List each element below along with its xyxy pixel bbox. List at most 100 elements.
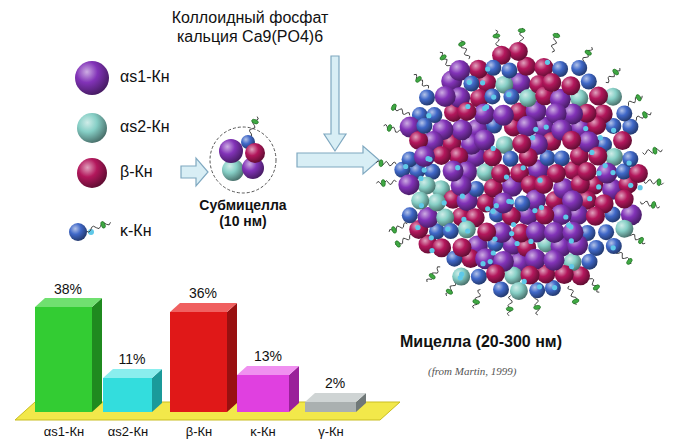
casein-sphere (458, 220, 476, 238)
kappa-glycan (584, 49, 592, 56)
casein-sphere (598, 224, 614, 240)
axis-label: αs1-Кн (28, 424, 100, 440)
kappa-glycan (572, 298, 580, 304)
kappa-glycan (251, 118, 259, 124)
casein-sphere (582, 254, 598, 270)
phosphate-dot (587, 196, 592, 201)
kappa-glycan (642, 111, 649, 119)
phosphate-dot (515, 241, 520, 246)
kappa-hair (427, 267, 441, 282)
phosphate-dot (426, 113, 431, 118)
kappa-glycan (533, 305, 540, 310)
casein-sphere (581, 74, 597, 90)
casein-sphere (486, 264, 505, 283)
kappa-hair (640, 201, 659, 208)
block-arrow (324, 56, 346, 151)
kappa-hair (606, 68, 620, 83)
phosphate-dot (532, 208, 537, 213)
casein-sphere (554, 150, 570, 166)
bar-value: 36% (178, 285, 228, 302)
casein-sphere (529, 282, 545, 298)
axis-label: κ-Кн (227, 424, 299, 440)
casein-sphere (419, 90, 435, 106)
phosphate-dot (568, 224, 573, 229)
submicelle-shape (193, 115, 293, 205)
casein-sphere (521, 266, 540, 285)
phosphate-dot (467, 80, 472, 85)
casein-sphere (509, 42, 528, 61)
kappa-glycan (657, 179, 662, 186)
phosphate-dot (569, 238, 574, 243)
kappa-hair (507, 296, 512, 316)
casein-sphere (578, 162, 597, 181)
phosphate-dot (611, 245, 616, 250)
phosphate-dot (415, 225, 420, 230)
casein-sphere (586, 207, 605, 226)
phosphate-dot (429, 235, 434, 240)
kappa-glycan (381, 179, 386, 186)
casein-sphere (561, 76, 580, 95)
kappa-hair (414, 74, 429, 88)
bar-value: 38% (43, 281, 93, 298)
phosphate-dot (589, 150, 594, 155)
casein-sphere (457, 102, 476, 121)
casein-sphere (562, 131, 581, 150)
phosphate-dot (583, 126, 588, 131)
kappa-glycan (390, 103, 397, 111)
legend-swatch (77, 158, 107, 188)
phosphate-dot (480, 80, 485, 85)
phosphate-dot (506, 199, 511, 204)
phosphate-dot (611, 128, 616, 133)
kappa-glycan (445, 288, 453, 295)
casein-sphere (452, 268, 470, 286)
casein-sphere (512, 134, 531, 153)
kappa-glycan (651, 201, 657, 209)
phosphate-dot (482, 106, 487, 111)
kappa-hair (643, 149, 663, 155)
casein-sphere (416, 118, 432, 134)
kappa-hair (633, 112, 651, 121)
phosphate-dot (596, 171, 601, 176)
kappa-glycan (638, 236, 645, 244)
kappa-glycan (386, 124, 392, 132)
casein-sphere (451, 119, 472, 140)
phosphate-dot (537, 178, 542, 183)
casein-sphere (588, 147, 607, 166)
axis-label: β-Кн (163, 424, 235, 440)
casein-sphere (542, 73, 561, 92)
phosphate-dot (494, 203, 499, 208)
phosphate-dot (563, 214, 568, 219)
kappa-hair (86, 222, 111, 232)
phosphate-dot (492, 236, 497, 241)
kappa-glycan (439, 54, 447, 61)
legend-text: αs2-Кн (120, 117, 170, 136)
casein-sphere (544, 222, 565, 243)
phosphate-dot (521, 165, 526, 170)
axis-label: γ-Кн (295, 424, 367, 440)
casein-sphere (616, 105, 632, 121)
casein-sphere (493, 105, 514, 126)
phosphate-dot (485, 66, 490, 71)
casein-sphere (510, 282, 528, 300)
phosphate-dot (522, 279, 527, 284)
legend-swatch (75, 61, 109, 95)
bar (103, 369, 162, 412)
bar (237, 366, 299, 412)
phosphate-dot (465, 104, 470, 109)
phosphate-dot (491, 146, 496, 151)
casein-sphere (493, 281, 509, 297)
kappa-hair (473, 290, 481, 309)
casein-sphere (245, 143, 265, 163)
kappa-hair (249, 117, 258, 137)
casein-sphere (485, 60, 501, 76)
legend-text: κ-Кн (120, 221, 151, 240)
bar-value: 13% (243, 348, 293, 365)
casein-sphere (526, 222, 547, 243)
kappa-glycan (553, 33, 561, 39)
casein-sphere (463, 76, 479, 92)
kappa-hair (440, 52, 452, 69)
phosphate-dot (544, 125, 549, 130)
phosphate-dot (530, 135, 535, 140)
casein-sphere (474, 104, 495, 125)
phosphate-dot (418, 176, 423, 181)
